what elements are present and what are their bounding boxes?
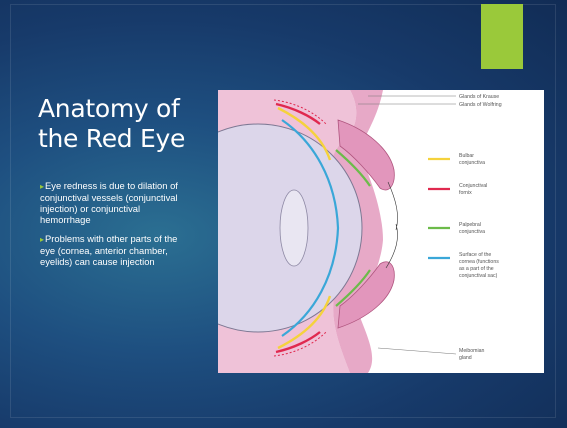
title-line-2: the Red Eye <box>38 124 208 154</box>
bullet-list: ▸Eye redness is due to dilation of conju… <box>40 180 188 275</box>
bullet-arrow-icon: ▸ <box>40 182 44 191</box>
legend-bulbar-l1: Bulbar <box>459 153 474 159</box>
bullet-arrow-icon: ▸ <box>40 235 44 244</box>
slide-title: Anatomy of the Red Eye <box>38 94 208 154</box>
label-glands-wolfring: Glands of Wolfring <box>459 102 502 108</box>
lens <box>280 190 308 266</box>
bullet-text-2: Problems with other parts of the eye (co… <box>40 233 177 267</box>
label-glands-krause: Glands of Krause <box>459 94 499 100</box>
leader-line <box>378 348 456 354</box>
label-meibomian-l2: gland <box>459 355 472 361</box>
legend-cornea-l2: cornea (functions <box>459 259 499 265</box>
legend-fornix-l1: Conjunctival <box>459 183 487 189</box>
title-line-1: Anatomy of <box>38 94 208 124</box>
legend-fornix-l2: fornix <box>459 190 472 196</box>
eyelashes <box>386 182 398 268</box>
legend-palpebral-l2: conjunctiva <box>459 229 485 235</box>
legend-cornea-l1: Surface of the <box>459 252 491 258</box>
bullet-text-1: Eye redness is due to dilation of conjun… <box>40 180 178 225</box>
label-meibomian-l1: Meibomian <box>459 348 484 354</box>
legend-bulbar-l2: conjunctiva <box>459 160 485 166</box>
accent-bar <box>481 4 523 69</box>
bullet-item-1: ▸Eye redness is due to dilation of conju… <box>40 180 188 225</box>
eye-anatomy-illustration: Glands of Krause Glands of Wolfring Bulb… <box>218 90 544 373</box>
legend-palpebral-l1: Palpebral <box>459 222 481 228</box>
legend-cornea-l4: conjunctival sac) <box>459 273 498 279</box>
legend-cornea-l3: as a part of the <box>459 266 494 272</box>
eye-anatomy-figure: Glands of Krause Glands of Wolfring Bulb… <box>218 90 544 373</box>
bullet-item-2: ▸Problems with other parts of the eye (c… <box>40 233 188 267</box>
